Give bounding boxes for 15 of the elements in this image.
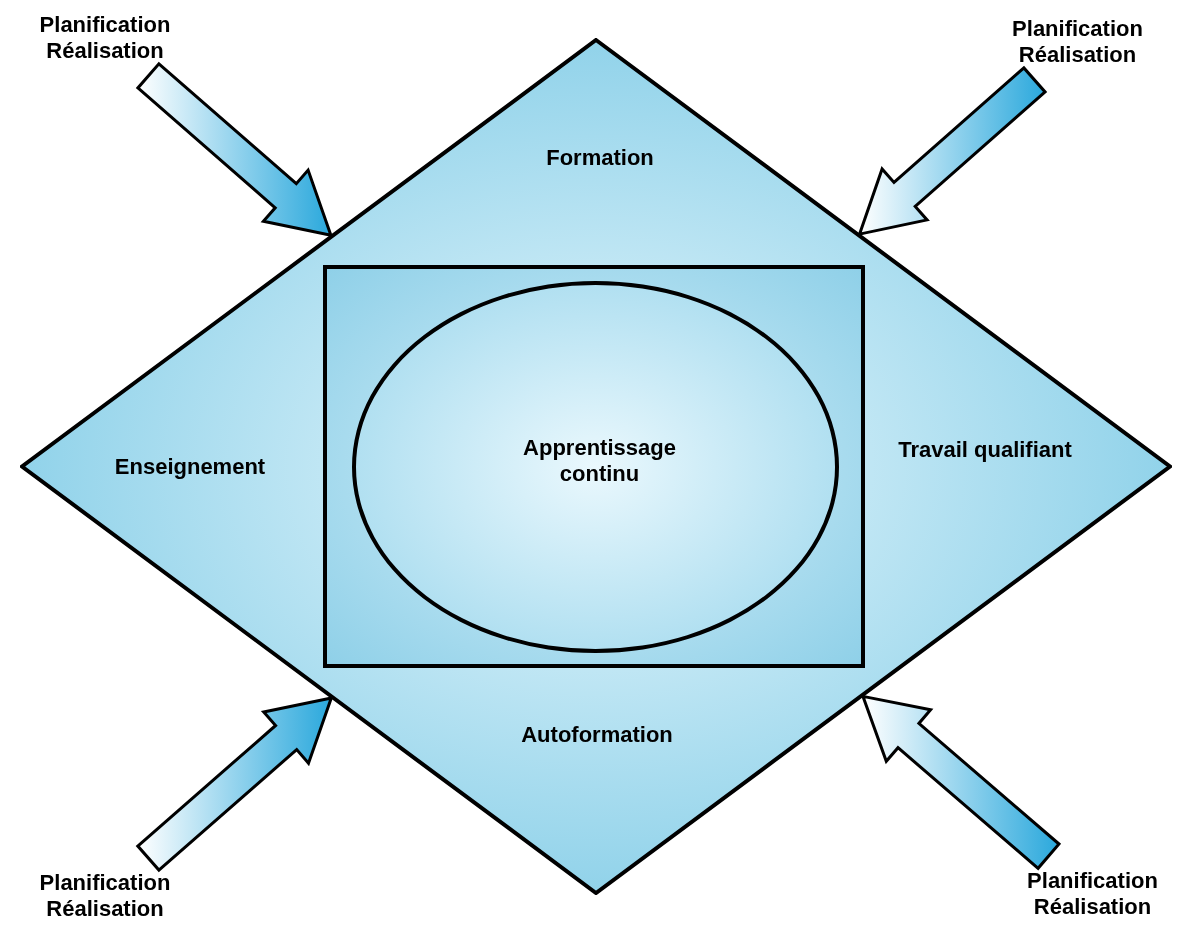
text-label: Planification Réalisation bbox=[5, 866, 205, 926]
block-arrow bbox=[135, 61, 334, 238]
rectangle-frame bbox=[323, 265, 865, 668]
block-arrow bbox=[135, 696, 334, 873]
area-label: Travail qualifiant bbox=[897, 436, 1073, 464]
text-label: Planification Réalisation bbox=[975, 12, 1180, 72]
center-label: Apprentissage continu bbox=[522, 434, 677, 488]
block-arrow bbox=[857, 65, 1048, 237]
area-label: Formation bbox=[545, 144, 655, 172]
text-label: Planification Réalisation bbox=[5, 8, 205, 68]
area-label: Enseignement bbox=[113, 453, 267, 481]
area-label: Autoformation bbox=[520, 721, 674, 749]
text-label: Planification Réalisation bbox=[990, 864, 1195, 924]
block-arrow bbox=[860, 694, 1062, 871]
diamond-shape bbox=[20, 38, 1172, 895]
